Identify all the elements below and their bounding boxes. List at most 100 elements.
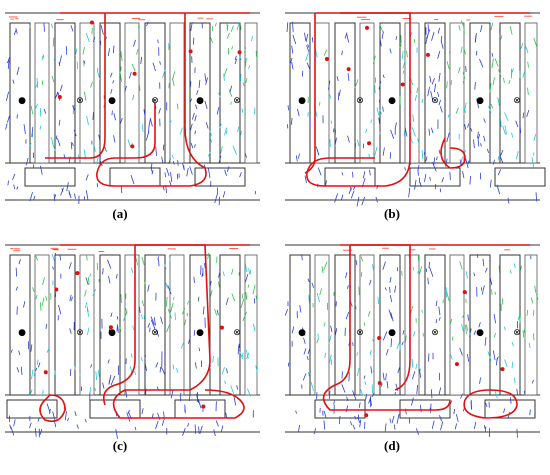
field-vector xyxy=(490,22,494,31)
coil-slot xyxy=(244,22,258,164)
field-vector xyxy=(84,91,87,101)
field-vector xyxy=(183,165,185,171)
field-vector xyxy=(102,382,105,389)
field-vector xyxy=(70,25,74,32)
field-vector xyxy=(334,328,338,337)
field-vector xyxy=(485,426,487,432)
field-vector xyxy=(461,20,465,28)
field-vector xyxy=(496,184,501,195)
field-vector xyxy=(421,99,424,104)
panel-label-d: (d) xyxy=(384,438,400,453)
field-vector xyxy=(367,311,371,317)
field-vector xyxy=(361,196,365,206)
flux-path xyxy=(45,13,106,159)
flux-arrow-icon xyxy=(132,71,137,76)
field-vector xyxy=(425,156,428,162)
field-vector xyxy=(323,420,326,430)
field-vector xyxy=(313,428,317,435)
field-vector xyxy=(439,106,443,113)
current-in-icon: ⊗ xyxy=(76,96,84,106)
field-vector xyxy=(89,273,92,278)
field-vector xyxy=(415,363,418,370)
field-vector xyxy=(458,25,461,31)
field-vector xyxy=(108,374,112,384)
field-vector xyxy=(295,410,297,414)
field-vector xyxy=(446,61,450,70)
rotor-pole xyxy=(314,399,366,419)
field-vector xyxy=(15,28,18,34)
field-vector xyxy=(306,62,311,72)
current-out-icon: ● xyxy=(388,96,396,106)
field-vector xyxy=(382,331,388,341)
field-vector xyxy=(513,263,516,269)
field-vector xyxy=(92,288,96,296)
field-vector xyxy=(378,81,382,90)
field-vector xyxy=(462,312,465,318)
field-vector xyxy=(136,49,139,55)
field-vector xyxy=(378,96,381,103)
field-vector xyxy=(87,327,90,335)
flux-arrow-icon xyxy=(462,290,467,295)
field-vector xyxy=(504,112,509,122)
field-vector xyxy=(433,157,436,165)
field-vector xyxy=(216,107,220,115)
field-vector xyxy=(219,123,222,129)
field-vector xyxy=(438,317,441,321)
field-vector xyxy=(528,342,531,348)
field-vector xyxy=(510,397,512,404)
field-vector xyxy=(194,130,196,135)
field-vector xyxy=(255,365,258,372)
field-vector xyxy=(450,354,453,360)
field-vector xyxy=(35,294,38,300)
field-vector xyxy=(473,421,477,429)
field-vector xyxy=(464,325,467,335)
field-vector xyxy=(427,277,429,285)
field-vector xyxy=(411,397,414,406)
field-vector xyxy=(140,314,144,319)
field-vector xyxy=(251,36,253,42)
field-vector xyxy=(426,29,431,39)
flux-arrow-icon xyxy=(367,141,372,146)
field-vector xyxy=(218,269,221,278)
field-vector xyxy=(53,194,57,199)
field-vector xyxy=(470,128,473,132)
field-vector xyxy=(516,388,519,395)
field-vector xyxy=(482,258,485,267)
field-vector xyxy=(475,50,478,56)
field-vector xyxy=(382,106,384,112)
stator-tooth xyxy=(219,254,241,396)
field-vector xyxy=(436,156,438,161)
field-vector xyxy=(500,149,504,156)
field-vector xyxy=(354,415,357,420)
field-vector xyxy=(307,371,310,378)
field-vector xyxy=(363,171,366,179)
field-vector xyxy=(39,302,42,311)
field-vector xyxy=(215,22,217,27)
field-vector xyxy=(167,285,172,295)
field-vector xyxy=(315,146,320,156)
field-vector xyxy=(193,276,195,283)
field-vector xyxy=(328,92,332,99)
flux-path xyxy=(306,12,411,187)
field-vector xyxy=(438,149,441,154)
field-vector xyxy=(221,425,224,432)
field-vector xyxy=(458,67,461,73)
field-vector xyxy=(67,417,69,422)
field-vector xyxy=(323,410,327,419)
field-vector xyxy=(33,195,36,201)
field-vector xyxy=(30,105,34,115)
field-vector xyxy=(498,100,500,106)
coil-slot xyxy=(169,22,185,164)
field-vector xyxy=(218,196,221,206)
field-vector xyxy=(236,22,240,31)
field-vector xyxy=(379,38,382,47)
field-vector xyxy=(415,428,420,436)
field-vector xyxy=(455,414,459,422)
field-vector xyxy=(360,389,364,396)
field-vector xyxy=(353,186,356,191)
field-vector xyxy=(418,368,422,378)
current-out-icon: ● xyxy=(298,96,306,106)
field-vector xyxy=(464,124,467,130)
field-vector xyxy=(172,160,175,165)
field-vector xyxy=(74,411,77,417)
